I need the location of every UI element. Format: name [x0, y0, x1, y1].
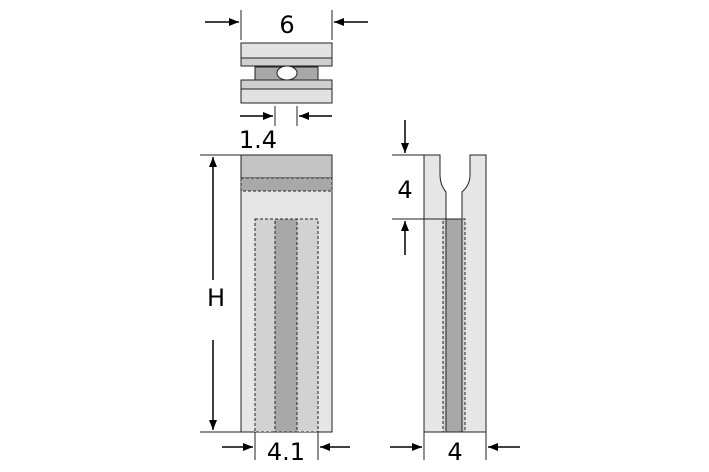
hole — [276, 65, 298, 81]
dimension-slot-depth: 4 — [397, 176, 412, 204]
dimension-top-width: 6 — [279, 11, 294, 39]
bottom-plate — [240, 79, 333, 90]
dimension-side-width: 4 — [447, 438, 462, 466]
dimension-gap: 1.4 — [239, 126, 277, 154]
dimension-front-width: 4.1 — [267, 438, 305, 466]
side-view — [390, 120, 520, 460]
top-view — [205, 10, 368, 126]
dimension-height: H — [207, 284, 225, 312]
front-view — [200, 154, 350, 460]
